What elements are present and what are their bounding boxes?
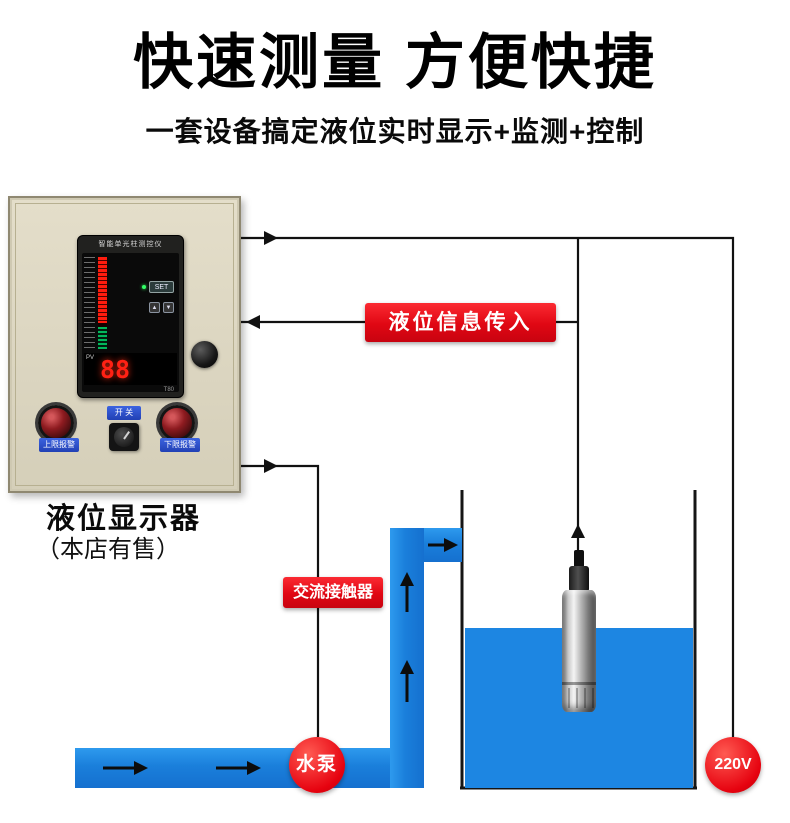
panel-knob [191,341,218,368]
alarm-lamp-lower [159,405,195,441]
bargraph-column [98,257,107,349]
meter-display: PV 88 [84,353,177,385]
page-title: 快速测量 方便快捷 [133,29,657,96]
alarm-upper-label: 上限报警 [39,438,79,452]
pipe-outlet [424,528,462,562]
power-node: 220V [705,737,761,793]
meter-buttons: SET ▲ ▼ [142,281,176,313]
sensor-connector [569,566,589,592]
up-button: ▲ [149,302,160,313]
level-sensor [560,550,598,715]
switch-label: 开 关 [107,406,141,420]
pipe-vertical [390,528,424,788]
alarm-lamp-upper [38,405,74,441]
sensor-seam [562,682,596,685]
meter-screen: SET ▲ ▼ PV 88 T80 [82,253,179,393]
control-arrow-icon [264,459,278,473]
cabinet-caption-note: （本店有售） [36,537,180,563]
pv-label: PV [86,355,95,361]
contactor-banner: 交流接触器 [283,577,383,608]
meter-title: 智能单光柱测控仪 [98,241,163,248]
meter-status-led [142,285,146,289]
sensor-up-arrow-icon [571,524,585,538]
level-meter: 智能单光柱测控仪 SET ▲ ▼ [77,235,184,398]
set-button: SET [149,281,174,293]
alarm-lower-label: 下限报警 [160,438,200,452]
meter-model: T80 [163,387,174,393]
pipe-horizontal [75,748,424,788]
switch-knob [114,427,134,447]
page-subtitle: 一套设备搞定液位实时显示+监测+控制 [145,116,645,147]
meter-reading: 88 [100,355,131,384]
meter-bargraph [84,257,110,349]
bargraph-green-segments [98,326,107,349]
bargraph-red-segments [98,257,107,324]
power-switch [109,423,139,451]
signal-arrow-icon [246,315,260,329]
control-line-upper [241,464,320,577]
pump-node: 水泵 [289,737,345,793]
switch-pointer [123,431,130,440]
bargraph-scale-ticks [84,257,95,349]
signal-banner: 液位信息传入 [365,303,556,342]
sensor-inlet-holes [562,688,596,708]
power-line-arrow-icon [264,231,278,245]
cabinet-caption: 液位显示器 [46,503,202,535]
down-button: ▼ [163,302,174,313]
control-cabinet: 智能单光柱测控仪 SET ▲ ▼ [8,196,241,493]
